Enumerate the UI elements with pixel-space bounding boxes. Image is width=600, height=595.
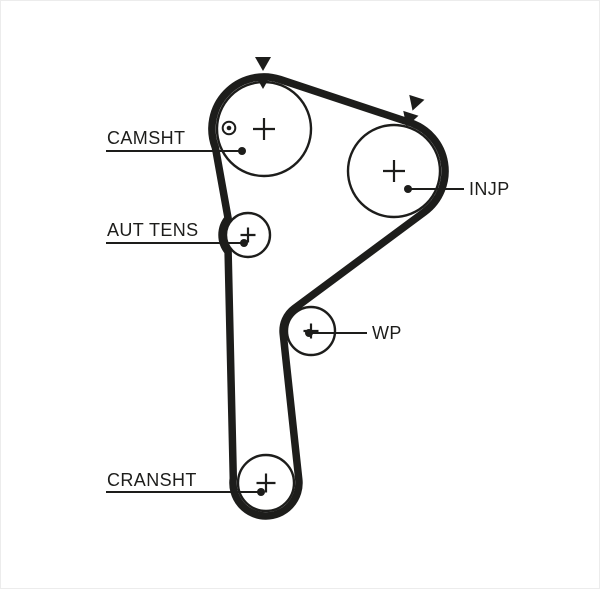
diagram-strokes: CAMSHT AUT TENS INJP WP CRANSHT	[106, 57, 510, 520]
camshaft-direction-arrow-icon	[255, 57, 271, 71]
crankshaft-center-mark-icon	[256, 473, 276, 493]
injection-pump-direction-arrow-icon	[409, 94, 425, 111]
camshaft-center-mark-icon	[253, 118, 275, 140]
injection-pump-direction-arrow-icon	[403, 110, 419, 127]
tensioner-label: AUT TENS	[107, 220, 199, 240]
crankshaft-leader-dot	[257, 488, 265, 496]
tensioner-leader-dot	[240, 239, 248, 247]
injection-pump-center-mark-icon	[383, 160, 405, 182]
camshaft-label: CAMSHT	[107, 128, 185, 148]
camshaft-leader-dot	[238, 147, 246, 155]
injection-pump-leader-dot	[404, 185, 412, 193]
crankshaft-label: CRANSHT	[107, 470, 197, 490]
camshaft-timing-mark-icon	[221, 120, 237, 136]
camshaft-direction-arrow-icon	[255, 75, 271, 89]
timing-belt	[208, 73, 449, 520]
injection-pump-label: INJP	[469, 179, 510, 199]
tensioner-center-mark-icon	[240, 227, 256, 243]
water-pump-label: WP	[372, 323, 402, 343]
water-pump-leader-dot	[305, 329, 313, 337]
